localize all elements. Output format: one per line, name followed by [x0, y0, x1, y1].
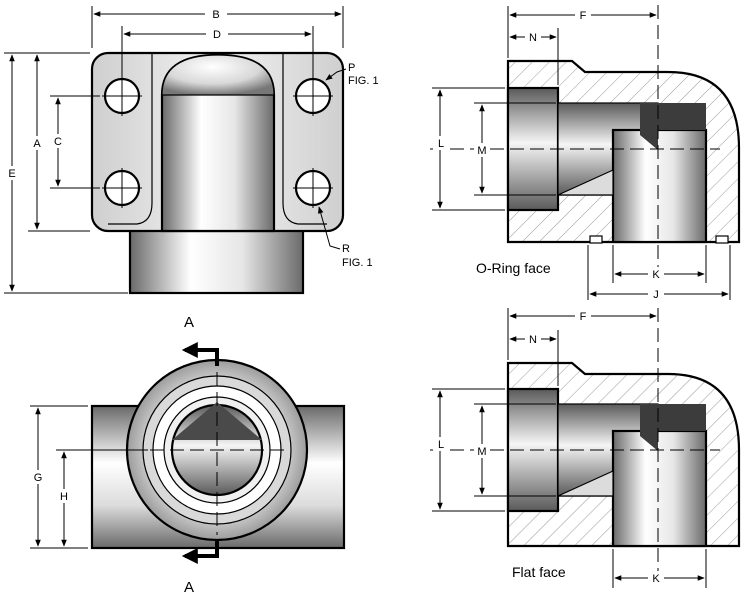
callout-r-ref: FIG. 1 [342, 257, 373, 269]
flat-dim-l: L [438, 439, 444, 451]
callout-p: P [348, 62, 355, 74]
dim-label-e: E [8, 168, 15, 180]
section-marker-bottom: A [184, 579, 194, 596]
flat-dim-f: F [580, 311, 587, 323]
oring-dim-k: K [652, 269, 660, 281]
oring-dim-j: J [653, 289, 659, 301]
flat-dim-n: N [529, 334, 537, 346]
dim-label-h: H [60, 491, 68, 503]
bottom-view: A A G H [30, 314, 346, 596]
oring-dim-f: F [580, 10, 587, 22]
bolt-hole [293, 76, 333, 116]
flat-dim-m: M [477, 446, 486, 458]
flat-caption: Flat face [512, 564, 566, 580]
dim-label-b: B [212, 9, 219, 21]
dim-label-a: A [33, 138, 41, 150]
front-view: B D E A C P FIG. 1 R FIG. 1 [4, 6, 379, 295]
section-marker-top: A [184, 314, 194, 331]
oring-section-view: F N L M K J O-Ring face [430, 5, 741, 301]
oring-dim-l: L [438, 138, 444, 150]
oring-dim-m: M [477, 145, 486, 157]
front-spigot [128, 227, 305, 295]
callout-r: R [342, 243, 350, 255]
dim-label-c: C [54, 136, 62, 148]
dim-label-g: G [34, 472, 43, 484]
flat-dim-k: K [652, 573, 660, 585]
oring-dim-n: N [529, 32, 537, 44]
callout-p-ref: FIG. 1 [348, 75, 379, 87]
dim-label-d: D [213, 29, 221, 41]
bolt-hole [102, 168, 142, 208]
bolt-hole [293, 168, 333, 208]
bolt-hole [102, 76, 142, 116]
flat-section-view: F N L M K Flat face [430, 308, 741, 588]
oring-caption: O-Ring face [476, 260, 551, 276]
